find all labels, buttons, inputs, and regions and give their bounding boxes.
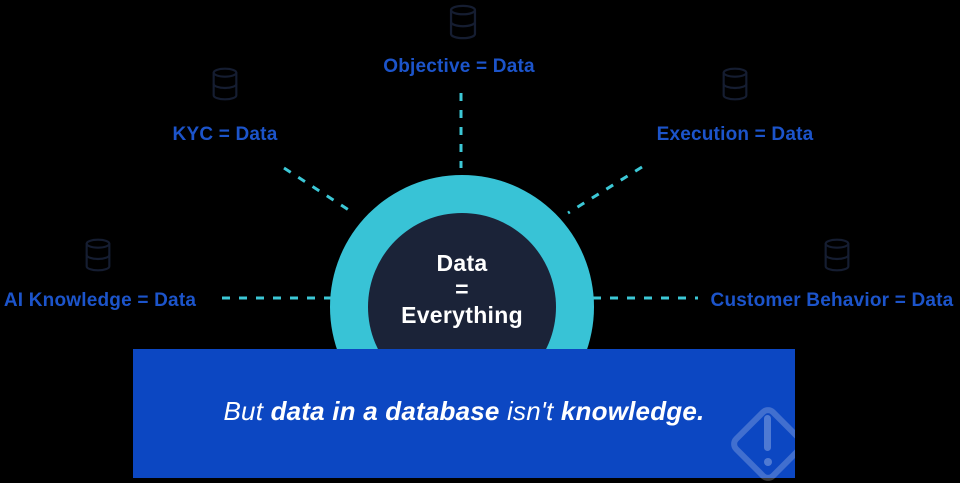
center-line: Everything — [401, 302, 523, 328]
center-line: = — [455, 276, 469, 302]
node-label-kyc: KYC = Data — [172, 124, 278, 145]
database-icon — [209, 65, 241, 103]
node-label-ai-knowledge: AI Knowledge = Data — [3, 290, 197, 311]
database-icon — [446, 3, 480, 41]
center-line: Data — [436, 250, 488, 276]
connector-line-upper-left — [283, 166, 356, 216]
center-text: Data = Everything — [401, 250, 523, 328]
database-icon — [821, 236, 853, 274]
database-icon — [719, 65, 751, 103]
node-label-customer-behavior: Customer Behavior = Data — [710, 290, 954, 311]
node-label-execution: Execution = Data — [656, 124, 814, 145]
node-label-objective: Objective = Data — [383, 56, 535, 77]
banner-text: But data in a database isn't knowledge. — [224, 396, 705, 427]
connector-line-upper-right — [567, 165, 643, 215]
banner-text-segment: isn't — [499, 396, 561, 426]
banner-text-segment: knowledge. — [560, 396, 705, 426]
banner: But data in a database isn't knowledge. — [133, 349, 795, 478]
database-icon — [82, 236, 114, 274]
banner-text-segment: data in a database — [270, 396, 500, 426]
banner-text-segment: But — [223, 396, 271, 426]
